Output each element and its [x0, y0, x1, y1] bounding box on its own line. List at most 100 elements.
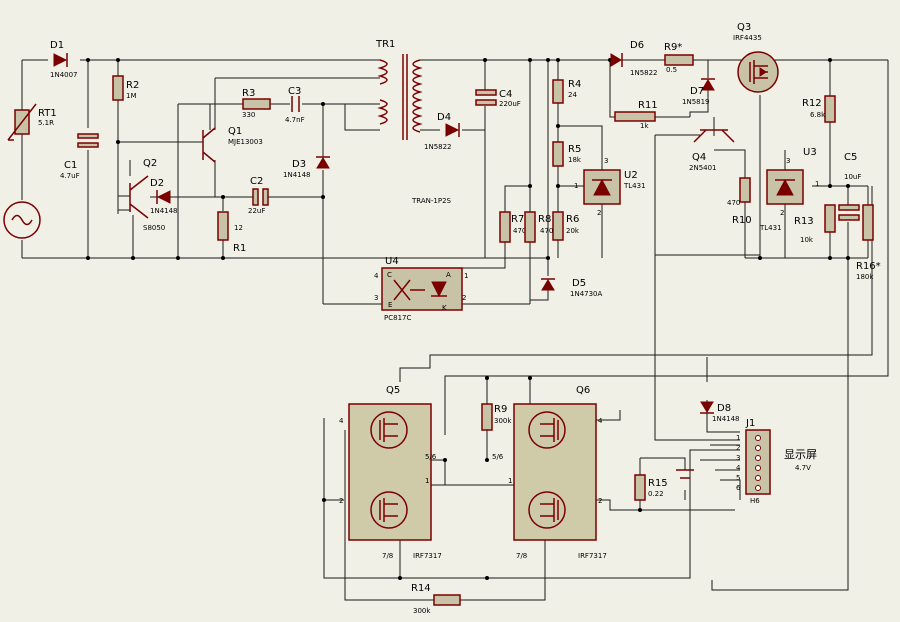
svg-text:5/6: 5/6 — [425, 453, 437, 461]
r9-ref: R9 — [494, 404, 507, 415]
rt1-ref: RT1 — [38, 108, 57, 119]
r13-value: 10k — [800, 236, 814, 244]
svg-text:3: 3 — [604, 157, 608, 165]
r9star-resistor: R9* 0.5 — [664, 42, 694, 74]
q3-mosfet: Q3 IRF4435 — [733, 22, 779, 93]
r10-resistor: 470 R10 — [727, 177, 752, 226]
r14-ref: R14 — [411, 583, 431, 594]
u3-tl431: 3 1 2 U3 TL431 — [759, 147, 819, 232]
svg-text:2: 2 — [339, 497, 343, 505]
r4-value: 24 — [568, 91, 577, 99]
svg-text:7/8: 7/8 — [516, 552, 527, 560]
r8-resistor: R8 470 — [524, 211, 553, 243]
d7-zener: D7 1N5819 — [682, 78, 715, 106]
svg-text:A: A — [446, 271, 451, 279]
r13-resistor: R13 10k — [794, 204, 836, 244]
svg-text:6: 6 — [736, 484, 741, 492]
r6-resistor: R6 20k — [552, 211, 580, 241]
d5-ref: D5 — [572, 278, 586, 289]
d7-ref: D7 — [690, 86, 704, 97]
r8-ref: R8 — [538, 214, 551, 225]
d1-diode: D1 1N4007 — [50, 40, 78, 79]
svg-text:1: 1 — [464, 272, 468, 280]
svg-text:C: C — [387, 271, 392, 279]
tr1-ref: TR1 — [375, 39, 395, 50]
d3-value: 1N4148 — [283, 171, 311, 179]
r7-value: 470 — [513, 227, 526, 235]
r6-ref: R6 — [566, 214, 579, 225]
q6-value: IRF7317 — [578, 552, 607, 560]
q1-value: MJE13003 — [228, 138, 263, 146]
d6-diode: D6 1N5822 — [610, 40, 658, 77]
tr1-transformer: TR1 TRAN-1P2S — [375, 39, 452, 205]
svg-text:3: 3 — [786, 157, 790, 165]
c2-capacitor: C2 22uF — [248, 176, 269, 215]
q6-ref: Q6 — [576, 385, 590, 396]
r2-resistor: R2 1M — [112, 75, 139, 101]
j1-ref: J1 — [745, 418, 755, 429]
r9-resistor: R9 300k — [481, 403, 512, 431]
u4-ref: U4 — [385, 256, 399, 267]
r7-resistor: R7 470 — [499, 211, 526, 243]
rt1-thermistor: RT1 5.1R — [7, 103, 57, 141]
svg-text:5/6: 5/6 — [492, 453, 504, 461]
u4-value: PC817C — [384, 314, 411, 322]
d3-diode: D3 1N4148 — [283, 156, 330, 179]
d7-value: 1N5819 — [682, 98, 710, 106]
d8-ref: D8 — [717, 403, 731, 414]
r12-ref: R12 — [802, 98, 822, 109]
svg-text:2: 2 — [598, 497, 602, 505]
svg-text:4: 4 — [598, 417, 603, 425]
r11-resistor: R11 1k — [614, 100, 658, 130]
u2-value: TL431 — [623, 182, 646, 190]
d2-ref: D2 — [150, 178, 164, 189]
r1-resistor: 12 R1 — [217, 211, 246, 254]
q3-value: IRF4435 — [733, 34, 762, 42]
q1-transistor: Q1 MJE13003 — [202, 126, 263, 163]
q5-mosfet-pair: Q5 4 2 5/6 1 7/8 IRF7317 — [339, 385, 442, 560]
d2-value: 1N4148 — [150, 207, 178, 215]
c5-ref: C5 — [844, 152, 857, 163]
q6-mosfet-pair: Q6 4 2 5/6 1 7/8 IRF7317 — [492, 385, 607, 560]
r7-ref: R7 — [511, 214, 524, 225]
d1-ref: D1 — [50, 40, 64, 51]
r1-value: 12 — [234, 224, 243, 232]
d4-diode: D4 1N5822 — [424, 112, 460, 151]
c2-ref: C2 — [250, 176, 263, 187]
r13-ref: R13 — [794, 216, 814, 227]
d4-value: 1N5822 — [424, 143, 452, 151]
svg-text:K: K — [442, 304, 447, 312]
r15-value: 0.22 — [648, 490, 664, 498]
d6-value: 1N5822 — [630, 69, 658, 77]
c5-value: 10uF — [844, 173, 861, 181]
r4-ref: R4 — [568, 79, 581, 90]
battery-cell — [676, 469, 694, 479]
c1-value: 4.7uF — [60, 172, 80, 180]
c1-ref: C1 — [64, 160, 77, 171]
q4-ref: Q4 — [692, 152, 706, 163]
c2-value: 22uF — [248, 207, 265, 215]
svg-text:4: 4 — [374, 272, 379, 280]
r12-resistor: R12 6.8k — [802, 95, 836, 123]
q3-ref: Q3 — [737, 22, 751, 33]
d3-ref: D3 — [292, 159, 306, 170]
ac-source — [3, 201, 41, 239]
d2-diode: D2 1N4148 — [150, 178, 178, 215]
d5-value: 1N4730A — [570, 290, 603, 298]
c4-ref: C4 — [499, 89, 512, 100]
r9-value: 300k — [494, 417, 512, 425]
u3-value: TL431 — [759, 224, 782, 232]
r5-resistor: R5 18k — [552, 141, 582, 167]
r5-ref: R5 — [568, 144, 581, 155]
c5-capacitor: C5 10uF — [838, 152, 861, 221]
q4-transistor: Q4 2N5401 — [689, 129, 735, 172]
rt1-value: 5.1R — [38, 119, 54, 127]
r8-value: 470 — [540, 227, 553, 235]
r10-ref: R10 — [732, 215, 752, 226]
r15-ref: R15 — [648, 478, 668, 489]
r16star-ref: R16* — [856, 261, 881, 272]
r11-ref: R11 — [638, 100, 658, 111]
r16star-resistor: R16* 180k — [856, 204, 881, 281]
u4-optocoupler: U4 C E A K 4 3 1 2 PC817C — [374, 256, 468, 322]
